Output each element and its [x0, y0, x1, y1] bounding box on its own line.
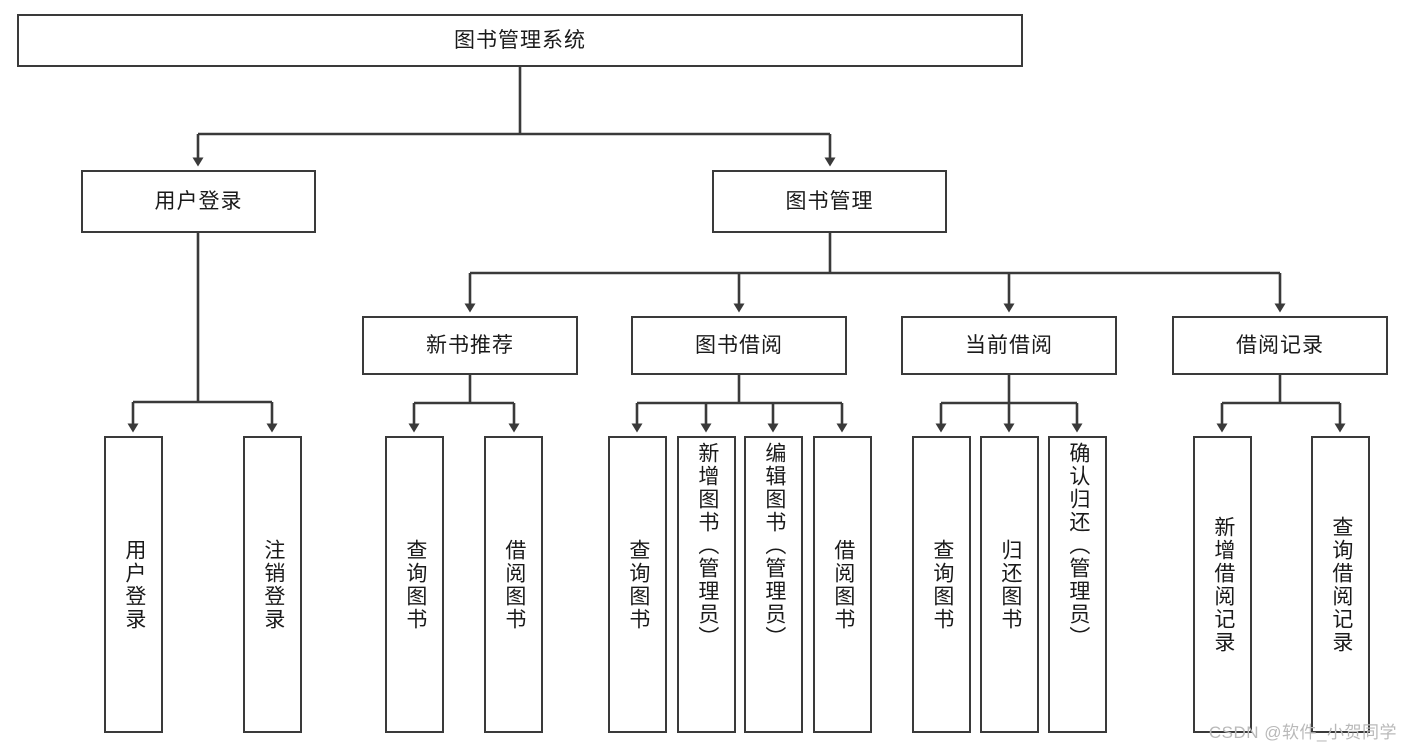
leaf-add-record[interactable]: 新增借阅记录 [1193, 436, 1252, 733]
leaf-query-record[interactable]: 查询借阅记录 [1311, 436, 1370, 733]
leaf-add-book-label: 新增图书（管理员） [695, 442, 719, 649]
node-book-manage-label: 图书管理 [785, 189, 874, 213]
leaf-query-record-label: 查询借阅记录 [1329, 515, 1353, 654]
node-root[interactable]: 图书管理系统 [17, 14, 1023, 67]
leaf-query-book-1[interactable]: 查询图书 [385, 436, 444, 733]
leaf-borrow-book-2[interactable]: 借阅图书 [813, 436, 872, 733]
leaf-logout-label: 注销登录 [261, 538, 285, 631]
node-current-borrow-label: 当前借阅 [965, 333, 1053, 357]
leaf-user-login[interactable]: 用户登录 [104, 436, 163, 733]
node-borrow-record-label: 借阅记录 [1236, 333, 1324, 357]
node-book-borrow[interactable]: 图书借阅 [631, 316, 847, 375]
node-new-book-recommend-label: 新书推荐 [426, 333, 514, 357]
node-book-borrow-label: 图书借阅 [695, 333, 783, 357]
leaf-query-book-3-label: 查询图书 [930, 538, 954, 631]
node-user-login[interactable]: 用户登录 [81, 170, 316, 233]
leaf-user-login-label: 用户登录 [122, 538, 146, 631]
leaf-borrow-book-2-label: 借阅图书 [831, 538, 855, 631]
node-new-book-recommend[interactable]: 新书推荐 [362, 316, 578, 375]
leaf-confirm-return[interactable]: 确认归还（管理员） [1048, 436, 1107, 733]
node-borrow-record[interactable]: 借阅记录 [1172, 316, 1388, 375]
leaf-query-book-3[interactable]: 查询图书 [912, 436, 971, 733]
leaf-add-record-label: 新增借阅记录 [1211, 515, 1235, 654]
node-current-borrow[interactable]: 当前借阅 [901, 316, 1117, 375]
leaf-query-book-2[interactable]: 查询图书 [608, 436, 667, 733]
csdn-watermark: CSDN @软件_小贺同学 [1208, 723, 1397, 742]
leaf-borrow-book-1-label: 借阅图书 [502, 538, 526, 631]
leaf-borrow-book-1[interactable]: 借阅图书 [484, 436, 543, 733]
leaf-edit-book[interactable]: 编辑图书（管理员） [744, 436, 803, 733]
leaf-logout[interactable]: 注销登录 [243, 436, 302, 733]
node-book-manage[interactable]: 图书管理 [712, 170, 947, 233]
leaf-query-book-2-label: 查询图书 [626, 538, 650, 631]
leaf-edit-book-label: 编辑图书（管理员） [762, 442, 786, 649]
leaf-query-book-1-label: 查询图书 [403, 538, 427, 631]
leaf-return-book-label: 归还图书 [998, 538, 1022, 631]
leaf-add-book[interactable]: 新增图书（管理员） [677, 436, 736, 733]
node-root-label: 图书管理系统 [454, 28, 586, 52]
leaf-return-book[interactable]: 归还图书 [980, 436, 1039, 733]
node-user-login-label: 用户登录 [154, 189, 243, 213]
leaf-confirm-return-label: 确认归还（管理员） [1066, 442, 1090, 649]
